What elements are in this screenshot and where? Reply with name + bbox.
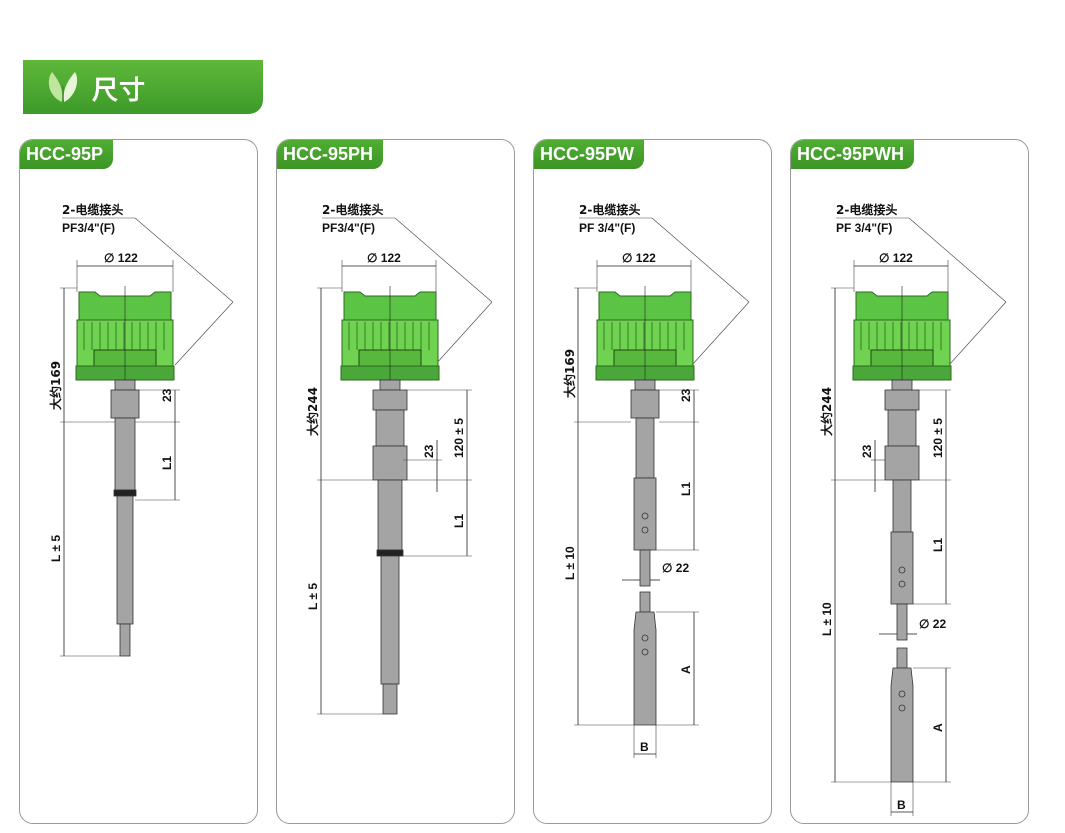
sensor-head	[595, 286, 695, 388]
neck-label: 23	[422, 444, 436, 458]
diameter-label: ∅ 122	[104, 251, 138, 265]
weight-length-label: A	[931, 723, 945, 732]
l1-label: L1	[931, 538, 945, 552]
dimension-drawing: 2-电缆接头 PF3/4"(F) ∅ 122	[48, 202, 234, 657]
connector-label: 2-电缆接头	[322, 202, 383, 217]
sensor-head	[340, 286, 440, 388]
sensor-head	[75, 286, 175, 388]
length-label: L ± 10	[563, 546, 577, 580]
thread-label: PF 3/4"(F)	[836, 221, 892, 235]
diameter-label: ∅ 122	[879, 251, 913, 265]
l1-label: L1	[679, 482, 693, 496]
dimension-drawing: 2-电缆接头 PF 3/4"(F) ∅ 122	[562, 202, 750, 758]
height-label: 大约244	[819, 387, 834, 436]
height-label: 大约244	[305, 387, 320, 436]
height-label: 大约169	[48, 361, 63, 410]
l1-label: L1	[160, 456, 174, 470]
extension-label: 120 ± 5	[931, 418, 945, 458]
dimension-drawing: 2-电缆接头 PF 3/4"(F) ∅ 122	[819, 202, 1007, 816]
length-label: L ± 10	[820, 602, 834, 636]
weight-diameter-label: B	[897, 798, 906, 812]
length-label: L ± 5	[306, 583, 320, 610]
leaf-icon	[48, 72, 78, 102]
weight-diameter-label: B	[640, 740, 649, 754]
model-label: HCC-95PW	[534, 140, 645, 169]
rod-diameter-label: ∅ 22	[662, 561, 689, 575]
panel-hcc-95ph: HCC-95PH 2-电缆接头 PF3/4"(F) ∅ 122	[276, 139, 515, 824]
thread-label: PF3/4"(F)	[62, 221, 115, 235]
model-label: HCC-95PWH	[791, 140, 915, 169]
l1-label: L1	[452, 514, 466, 528]
rod-diameter-label: ∅ 22	[919, 617, 946, 631]
diameter-label: ∅ 122	[622, 251, 656, 265]
neck-label: 23	[860, 444, 874, 458]
extension-label: 120 ± 5	[452, 418, 466, 458]
neck-label: 23	[679, 388, 693, 402]
probe	[884, 379, 920, 783]
height-label: 大约169	[562, 349, 577, 398]
weight-length-label: A	[679, 665, 693, 674]
panel-hcc-95p: HCC-95P 2-电缆接头 PF3/4"(F) ∅ 122	[19, 139, 258, 824]
diameter-label: ∅ 122	[367, 251, 401, 265]
neck-label: 23	[160, 388, 174, 402]
probe	[372, 379, 408, 715]
connector-label: 2-电缆接头	[62, 202, 123, 217]
model-label: HCC-95P	[20, 140, 114, 169]
connector-label: 2-电缆接头	[836, 202, 897, 217]
thread-label: PF 3/4"(F)	[579, 221, 635, 235]
thread-label: PF3/4"(F)	[322, 221, 375, 235]
length-label: L ± 5	[49, 535, 63, 562]
section-title: 尺寸	[92, 76, 147, 106]
probe	[630, 379, 660, 726]
sensor-head	[852, 286, 952, 388]
model-label: HCC-95PH	[277, 140, 384, 169]
probe	[110, 379, 140, 657]
panel-hcc-95pw: HCC-95PW 2-电缆接头 PF 3/4"(F) ∅ 122	[533, 139, 772, 824]
dimension-drawing: 2-电缆接头 PF3/4"(F) ∅ 122	[305, 202, 493, 715]
panel-hcc-95pwh: HCC-95PWH 2-电缆接头 PF 3/4"(F) ∅ 122	[790, 139, 1029, 824]
connector-label: 2-电缆接头	[579, 202, 640, 217]
